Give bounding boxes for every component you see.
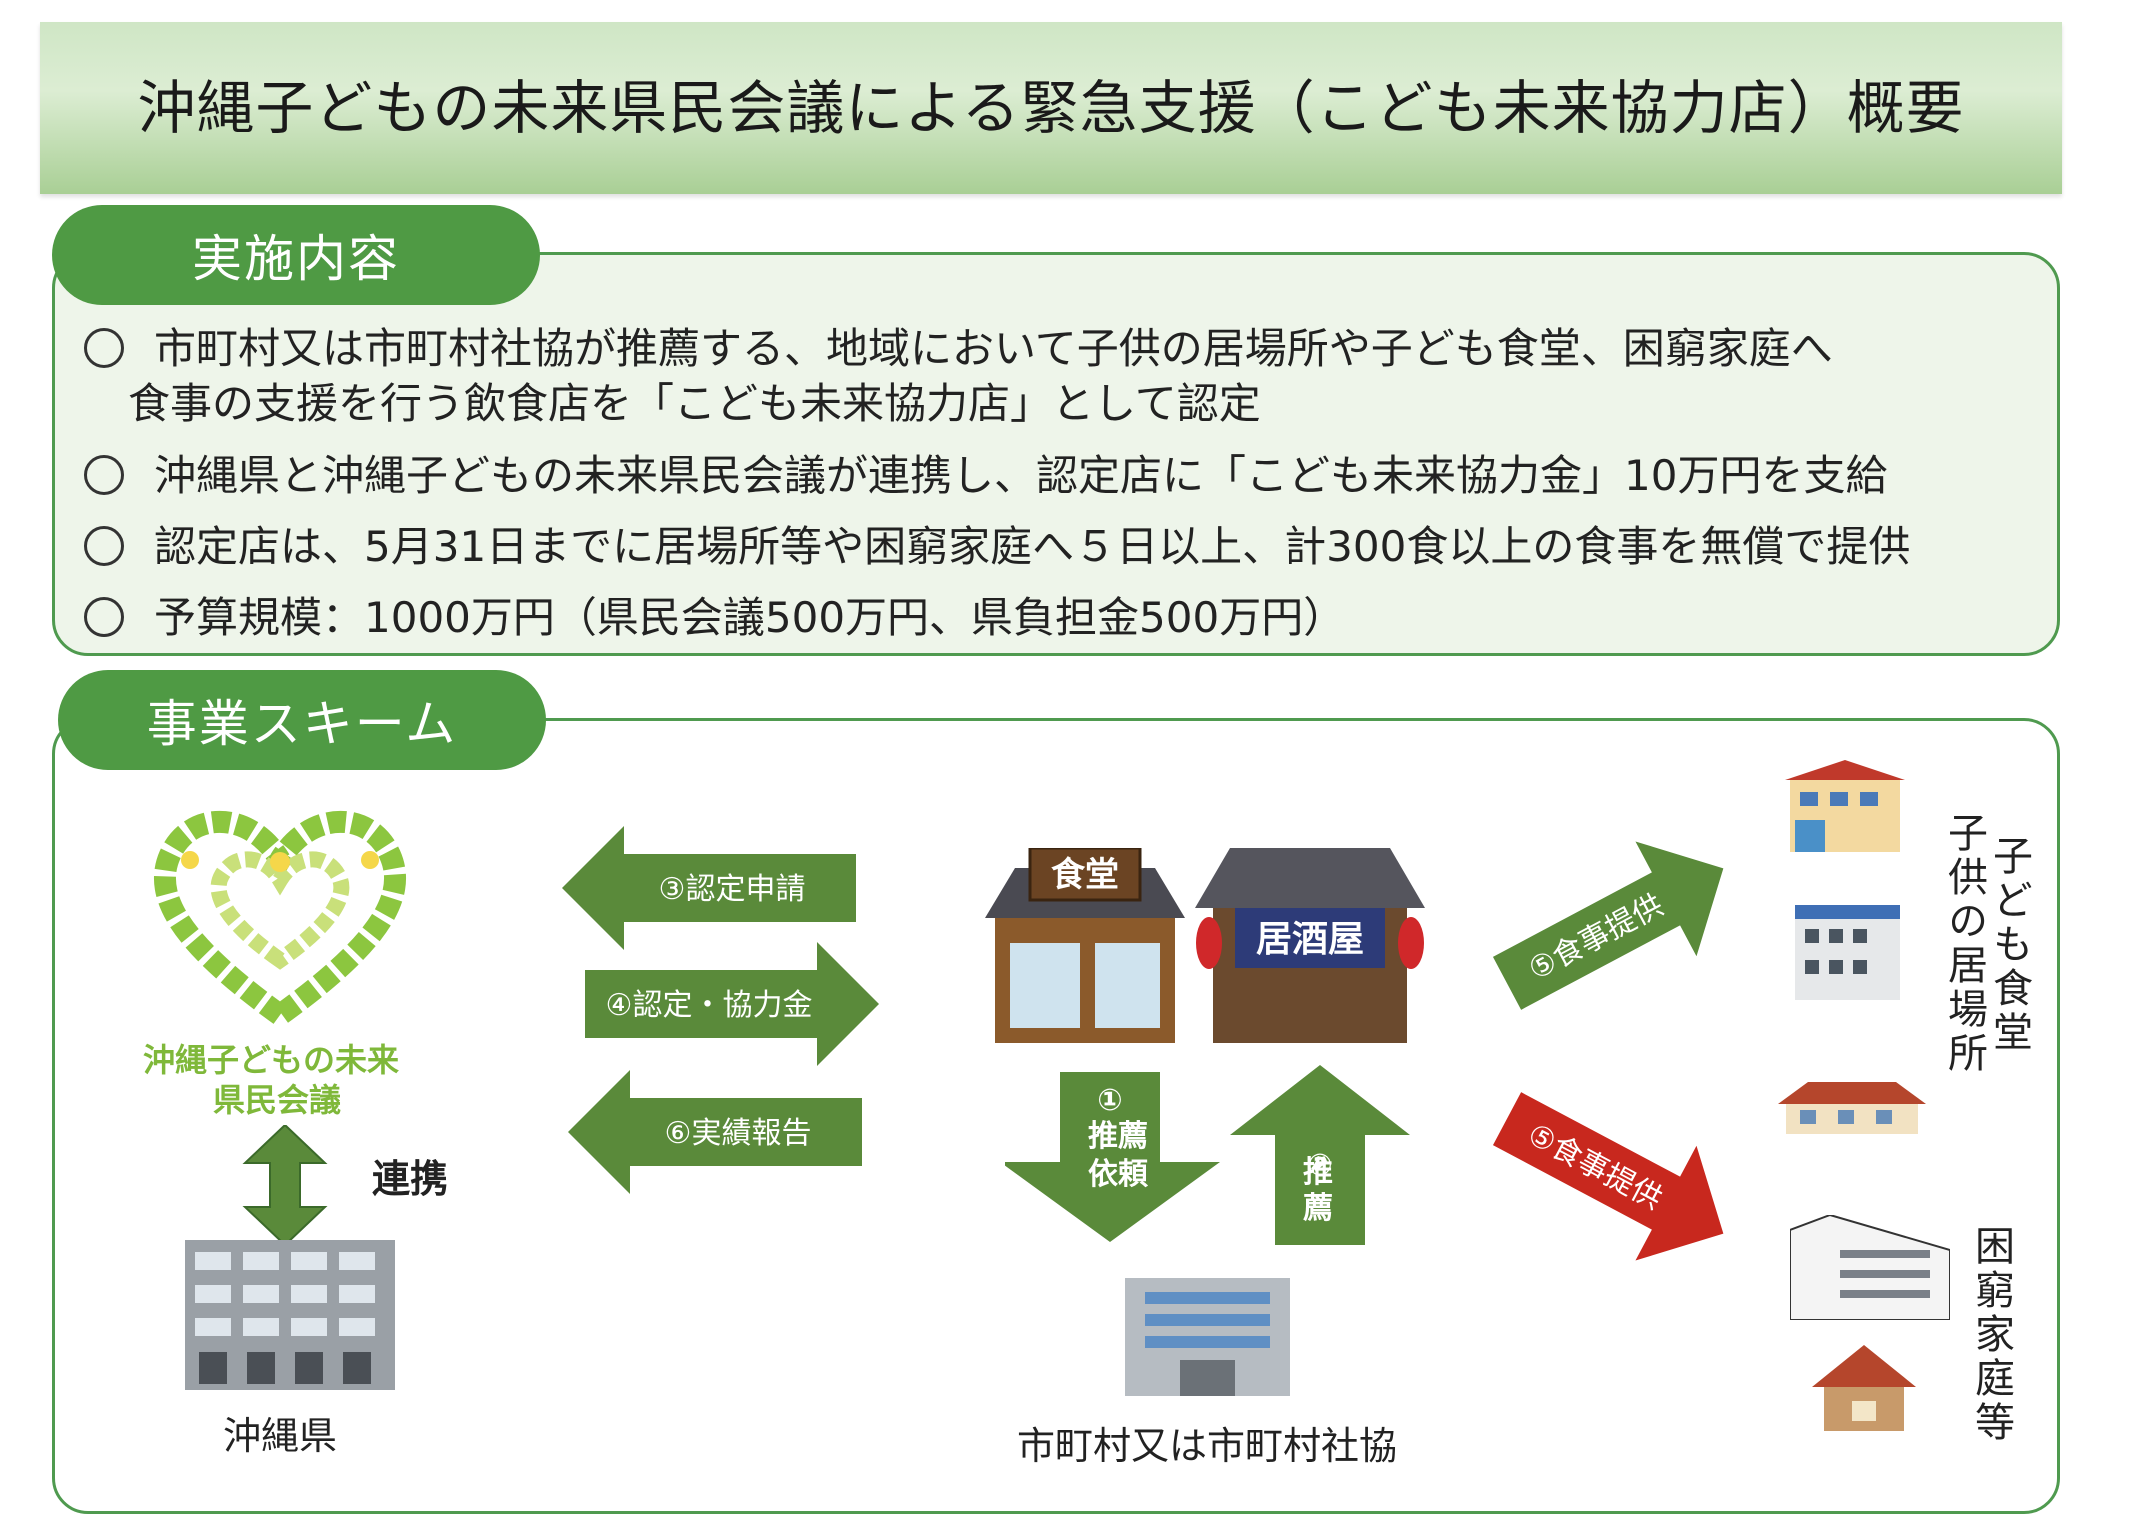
bullet-item-3: 認定店は、5月31日までに居場所等や困窮家庭へ５日以上、計300食以上の食事を無…: [84, 513, 1910, 574]
small-house-icon: [1812, 1345, 1916, 1431]
request-arrow-label: 推薦依頼: [1088, 1119, 1148, 1192]
logo-text-line1: 沖縄子どもの未来: [143, 1041, 400, 1079]
shokudo-shop-icon: 食堂: [985, 848, 1185, 1043]
bullet-circle-icon: [84, 327, 124, 368]
school-building-icon: [1785, 760, 1905, 852]
meal-red-arrow-icon: ⑤食事提供: [1492, 1092, 1724, 1261]
grant-arrow-label: ④認定・協力金: [606, 988, 813, 1023]
apartment-blue-icon: [1795, 905, 1900, 1000]
apply-arrow-icon: ③認定申請: [562, 826, 856, 950]
link-label: 連携: [372, 1157, 449, 1201]
prefecture-building-icon: [185, 1240, 395, 1390]
meal-green-arrow-icon: ⑤食事提供: [1492, 841, 1724, 1010]
bullet-item-1: 市町村又は市町村社協が推薦する、地域において子供の居場所や子ども食堂、困窮家庭へ: [84, 315, 1833, 376]
bullet-circle-icon: [84, 596, 124, 637]
bullet-item-4: 予算規模：1000万円（県民会議500万円、県負担金500万円）: [84, 584, 1345, 645]
title-banner: 沖縄子どもの未来県民会議による緊急支援（こども未来協力店）概要: [40, 22, 2062, 194]
link-double-arrow-icon: [242, 1125, 328, 1245]
izakaya-sign: 居酒屋: [1256, 919, 1364, 960]
implementation-heading: 実施内容: [52, 205, 540, 305]
recommend-arrow-label: 推薦: [1303, 1155, 1333, 1226]
request-arrow-icon: ①: [1005, 1072, 1220, 1242]
apartment-block-icon: [1790, 1215, 1950, 1320]
bullet-circle-icon: [84, 454, 124, 495]
target-children-cafeteria: 子ども食堂: [1986, 835, 2032, 1055]
logo-text-line2: 県民会議: [213, 1081, 342, 1119]
bullet-item-1-cont: 食事の支援を行う飲食店を「こども未来協力店」として認定: [128, 379, 1261, 428]
municipality-building-icon: [1125, 1278, 1290, 1396]
recommend-arrow-num: ②: [1307, 1148, 1332, 1183]
municipality-label: 市町村又は市町村社協: [1017, 1424, 1398, 1468]
grant-arrow-icon: ④認定・協力金: [585, 942, 879, 1066]
kenmin-kaigi-logo-icon: [154, 810, 406, 1029]
target-needy-household: 困窮家庭等: [1968, 1225, 2014, 1445]
izakaya-shop-icon: 居酒屋: [1195, 848, 1425, 1043]
report-arrow-icon: ⑥実績報告: [568, 1070, 862, 1194]
shokudo-sign: 食堂: [1051, 855, 1119, 895]
report-arrow-label: ⑥実績報告: [665, 1116, 812, 1151]
implementation-panel: [52, 252, 2060, 656]
scheme-heading: 事業スキーム: [58, 670, 546, 770]
bullet-item-2: 沖縄県と沖縄子どもの未来県民会議が連携し、認定店に「こども未来協力金」10万円を…: [84, 442, 1887, 503]
recommend-arrow-icon: ②: [1230, 1065, 1410, 1245]
house-red-roof-icon: [1778, 1082, 1926, 1134]
request-arrow-num: ①: [1097, 1083, 1122, 1118]
bullet-circle-icon: [84, 525, 124, 566]
prefecture-label: 沖縄県: [223, 1414, 338, 1458]
apply-arrow-label: ③認定申請: [659, 872, 806, 907]
page-title: 沖縄子どもの未来県民会議による緊急支援（こども未来協力店）概要: [137, 74, 1965, 142]
target-children-place: 子供の居場所: [1941, 812, 1987, 1076]
